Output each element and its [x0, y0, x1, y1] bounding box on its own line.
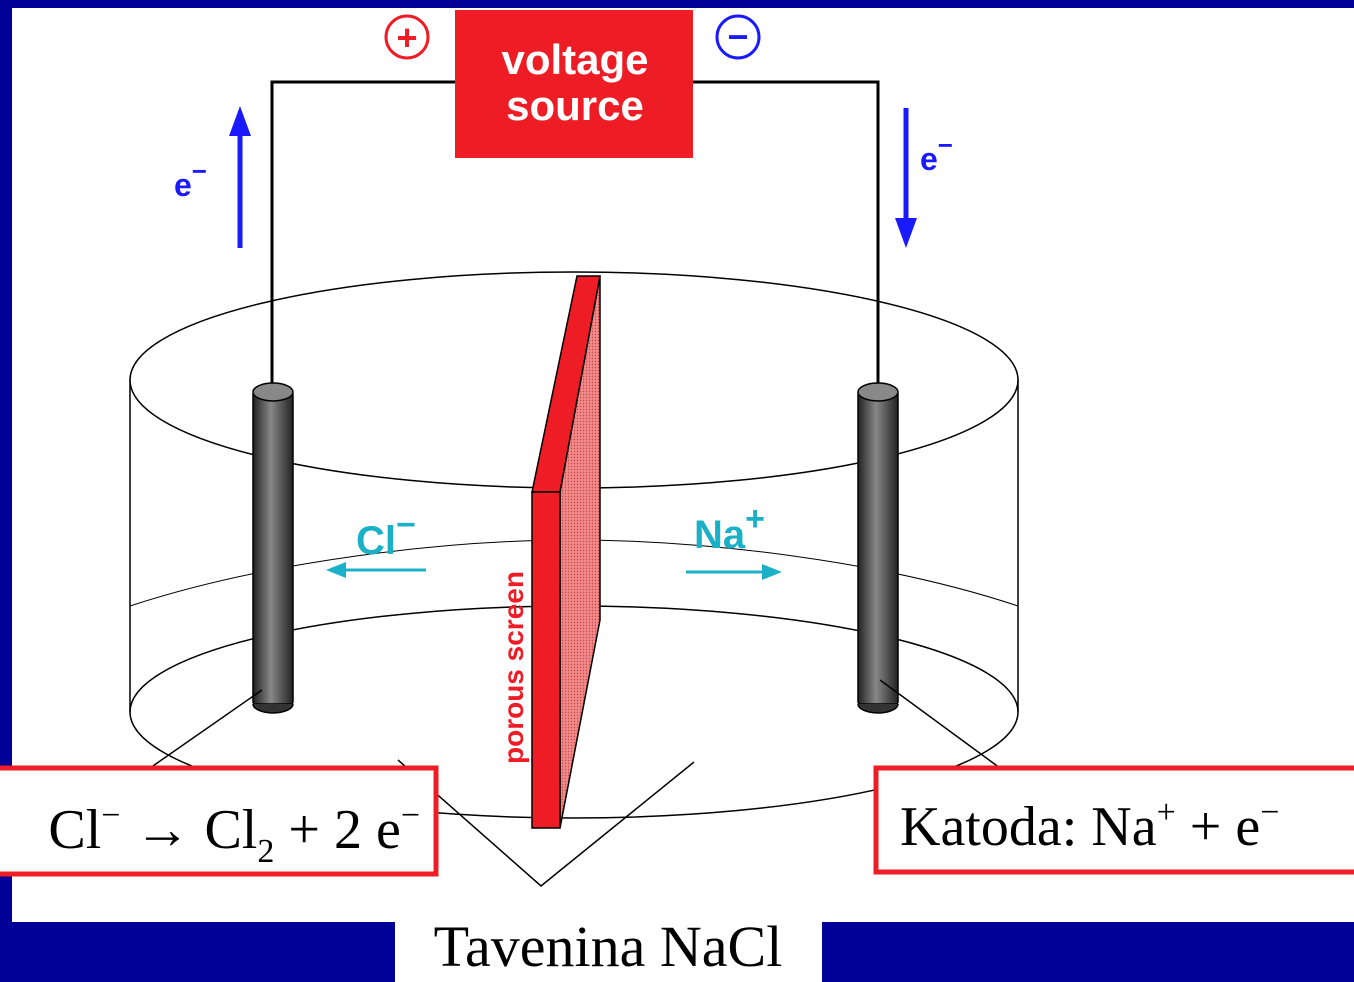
bottom-band-notch-left: [0, 922, 395, 934]
bottom-band-right: [822, 932, 1354, 982]
anode-reaction-box: [0, 765, 439, 877]
voltage-source-label-1: voltage: [501, 36, 648, 83]
melt-label: Tavenina NaCl: [434, 914, 783, 979]
cathode-pointer-line: [879, 679, 1001, 769]
voltage-source-label-2: source: [506, 82, 644, 129]
plus-symbol: +: [396, 17, 417, 58]
electron-left-label: e−: [174, 156, 207, 203]
anode-pointer-line: [149, 689, 263, 769]
plus-terminal-icon: [384, 14, 430, 60]
voltage-source-box: [455, 10, 693, 158]
sodium-ion-label: Na+: [694, 500, 765, 557]
melt-pointer-lines: [397, 759, 695, 887]
minus-terminal-icon: [715, 14, 761, 60]
cathode-rod: [857, 391, 899, 705]
bottom-band-notch: [822, 922, 1354, 934]
porous-screen-front: [531, 491, 561, 829]
electron-arrowhead-up-icon: [229, 106, 251, 136]
bottom-band-left: [0, 932, 395, 982]
melt-label-bg: [395, 918, 822, 982]
chloride-ion-label: Cl−: [356, 506, 416, 563]
cathode-reaction-box: [873, 765, 1354, 875]
circuit-wire: [270, 80, 462, 385]
electron-arrowhead-down-icon: [895, 218, 917, 248]
cathode-rod-top: [857, 382, 899, 402]
chloride-arrowhead-icon: [326, 562, 346, 578]
anode-rod-bottom: [252, 703, 294, 714]
circuit-wire-right: [690, 80, 880, 385]
anode-reaction-text: Cl− → Cl2 + 2 e−: [48, 797, 420, 870]
sodium-arrowhead-icon: [762, 564, 782, 580]
electron-right-label: e−: [920, 130, 953, 177]
cathode-rod-bottom: [857, 703, 899, 714]
porous-screen-label: porous screen: [498, 571, 529, 764]
cathode-reaction-text: Katoda: Na+ + e−: [900, 794, 1279, 858]
minus-symbol: −: [727, 16, 748, 57]
anode-rod: [252, 391, 294, 705]
anode-rod-top: [252, 382, 294, 402]
